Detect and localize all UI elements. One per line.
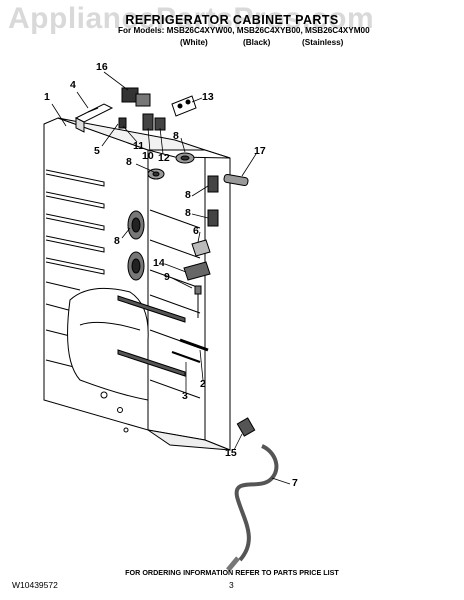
part-8-clip-right-1 xyxy=(207,175,219,193)
callout-15: 15 xyxy=(225,447,237,459)
part-8-hinge-lower xyxy=(127,251,145,281)
part-14-housing xyxy=(183,261,211,281)
page-title: REFRIGERATOR CABINET PARTS xyxy=(125,13,339,27)
callout-13: 13 xyxy=(202,91,214,103)
part-9-screw xyxy=(194,285,202,318)
callout-1: 1 xyxy=(44,91,50,103)
callout-16: 16 xyxy=(96,61,108,73)
color-stainless-label: (Stainless) xyxy=(302,38,344,47)
doc-number: W10439572 xyxy=(12,580,58,590)
callout-6: 6 xyxy=(193,225,199,237)
page-number: 3 xyxy=(229,580,234,590)
callout-17: 17 xyxy=(254,145,266,157)
callout-2: 2 xyxy=(200,378,206,390)
part-8-hinge-upper xyxy=(127,210,145,240)
callout-10: 10 xyxy=(142,150,154,162)
callout-9: 9 xyxy=(164,271,170,283)
callout-3: 3 xyxy=(182,390,188,402)
leader-lines xyxy=(51,71,291,485)
part-17-tube xyxy=(223,173,249,187)
part-16-cover xyxy=(121,87,151,107)
part-15-fitting xyxy=(236,417,256,437)
callout-5: 5 xyxy=(94,145,100,157)
part-8-roller-top xyxy=(175,152,195,164)
callout-11: 11 xyxy=(133,140,145,152)
callout-7: 7 xyxy=(292,477,298,489)
color-black-label: (Black) xyxy=(243,38,271,47)
part-3-rail xyxy=(171,351,201,363)
part-11-clip xyxy=(118,117,127,129)
callout-14: 14 xyxy=(153,257,165,269)
callout-8-clip-2: 8 xyxy=(185,207,191,219)
ordering-info: FOR ORDERING INFORMATION REFER TO PARTS … xyxy=(125,568,339,577)
part-10-clip xyxy=(142,113,154,131)
callout-12: 12 xyxy=(158,152,170,164)
part-8-clip-right-2 xyxy=(207,209,219,227)
callout-8-top: 8 xyxy=(173,130,179,142)
callout-4: 4 xyxy=(70,79,76,91)
models-line: For Models: MSB26C4XYW00, MSB26C4XYB00, … xyxy=(118,26,370,35)
watermark: AppliancePartsPros.com xyxy=(8,2,375,35)
color-white-label: (White) xyxy=(180,38,208,47)
part-4-bracket xyxy=(74,103,114,133)
part-6-socket xyxy=(191,239,211,257)
cabinet-liner xyxy=(43,117,231,451)
callout-8-roller: 8 xyxy=(126,156,132,168)
part-7-water-tube xyxy=(226,444,279,572)
part-2-rail xyxy=(179,338,209,352)
callout-8-clip-1: 8 xyxy=(185,189,191,201)
callout-8-hinge: 8 xyxy=(114,235,120,247)
part-13-bracket xyxy=(171,95,197,117)
